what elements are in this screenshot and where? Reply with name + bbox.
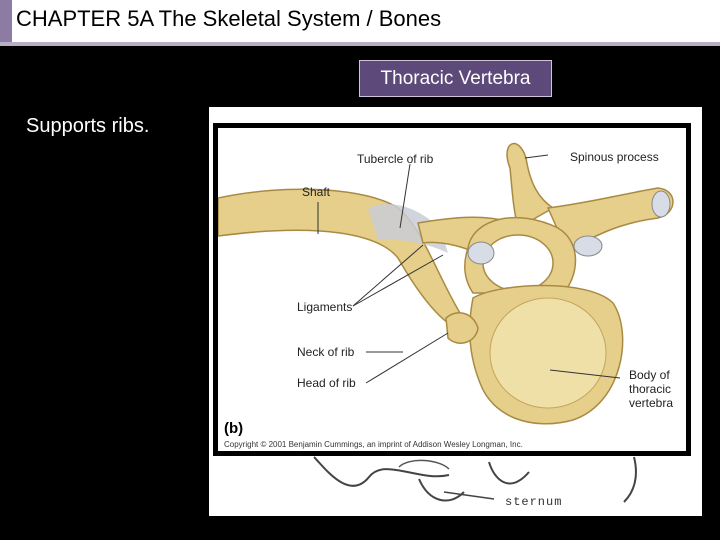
label-neck-of-rib: Neck of rib bbox=[297, 345, 355, 359]
background-skeleton-drawing bbox=[313, 456, 637, 503]
title-accent-bar bbox=[0, 0, 12, 42]
label-head-of-rib: Head of rib bbox=[297, 376, 356, 390]
label-body-line1: Body of bbox=[629, 368, 670, 382]
label-shaft: Shaft bbox=[302, 185, 331, 199]
title-bar: CHAPTER 5A The Skeletal System / Bones bbox=[0, 0, 720, 46]
figure-inset: Tubercle of rib Spinous process Shaft Li… bbox=[218, 128, 686, 451]
label-body-line3: vertebra bbox=[629, 396, 674, 410]
label-ligaments: Ligaments bbox=[297, 300, 353, 314]
body-text: Supports ribs. bbox=[26, 115, 150, 137]
label-body-of-thoracic-vertebra: Body of thoracic vertebra bbox=[629, 368, 673, 410]
figure-inset-frame: Tubercle of rib Spinous process Shaft Li… bbox=[213, 123, 691, 456]
subtitle-box: Thoracic Vertebra bbox=[359, 60, 552, 97]
thoracic-vertebra-illustration bbox=[218, 142, 674, 425]
panel-letter: (b) bbox=[224, 420, 244, 437]
label-body-line2: thoracic bbox=[629, 382, 672, 396]
copyright-text: Copyright © 2001 Benjamin Cummings, an i… bbox=[224, 440, 523, 449]
label-tubercle-of-rib: Tubercle of rib bbox=[357, 152, 434, 166]
sternum-label: sternum bbox=[505, 495, 563, 509]
slide-title: CHAPTER 5A The Skeletal System / Bones bbox=[16, 6, 442, 31]
label-spinous-process: Spinous process bbox=[570, 150, 659, 164]
